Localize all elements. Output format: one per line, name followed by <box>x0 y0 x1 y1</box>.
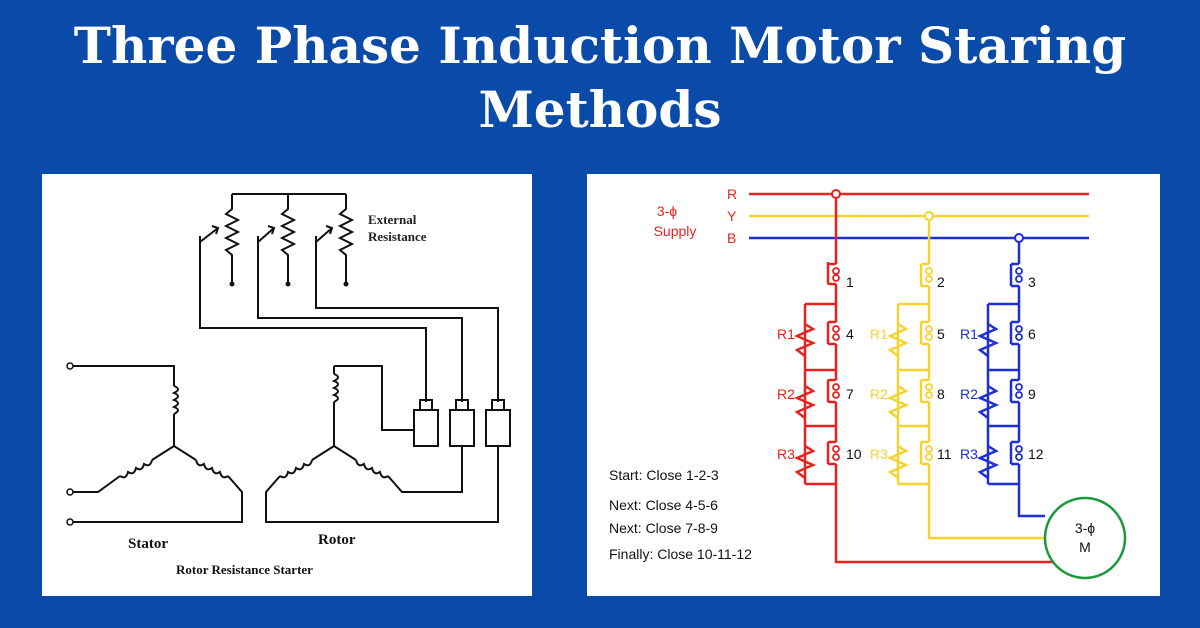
phase-y-label: Y <box>727 208 737 224</box>
switch-number-7: 7 <box>846 386 854 402</box>
resistor-label-r3-y: R3 <box>870 446 888 462</box>
motor-label-2: M <box>1079 539 1091 555</box>
external-resistance-label-2: Resistance <box>368 229 427 244</box>
title-line-2: Methods <box>478 80 722 139</box>
rotor-resistance-starter-diagram: External Resistance Stator Rotor Rotor R… <box>42 174 532 596</box>
title-line-1: Three Phase Induction Motor Staring <box>73 16 1127 75</box>
switch-number-6: 6 <box>1028 326 1036 342</box>
motor-label-1: 3-ϕ <box>1075 520 1095 536</box>
switch-number-1: 1 <box>846 274 854 290</box>
diagram-caption: Rotor Resistance Starter <box>176 562 313 577</box>
phase-r-label: R <box>727 186 737 202</box>
step-2: Next: Close 4-5-6 <box>609 497 718 513</box>
external-resistance-label-1: External <box>368 212 417 227</box>
step-4: Finally: Close 10-11-12 <box>609 546 752 562</box>
page-title: Three Phase Induction Motor Staring Meth… <box>0 14 1200 142</box>
resistor-label-r3: R3 <box>777 446 795 462</box>
motor-circle <box>1043 496 1127 580</box>
supply-label-2: Supply <box>654 223 697 239</box>
supply-label-1: 3-ϕ <box>657 203 677 219</box>
switch-number-8: 8 <box>937 386 945 402</box>
resistor-label-r2: R2 <box>777 386 795 402</box>
rotor-resistance-circuit: External Resistance Stator Rotor Rotor R… <box>66 193 511 577</box>
switch-number-10: 10 <box>846 446 862 462</box>
phase-b-label: B <box>727 230 736 246</box>
resistor-label-r1-b: R1 <box>960 326 978 342</box>
resistor-label-r3-b: R3 <box>960 446 978 462</box>
switch-number-9: 9 <box>1028 386 1036 402</box>
resistor-label-r1: R1 <box>777 326 795 342</box>
resistor-label-r2-b: R2 <box>960 386 978 402</box>
switch-number-5: 5 <box>937 326 945 342</box>
rotor-label: Rotor <box>318 532 356 548</box>
switch-number-3: 3 <box>1028 274 1036 290</box>
switch-number-4: 4 <box>846 326 854 342</box>
branch-r <box>793 194 1057 564</box>
resistor-label-r2-y: R2 <box>870 386 888 402</box>
branch-b <box>976 238 1045 518</box>
external-resistor-2 <box>257 194 297 282</box>
external-resistor-1 <box>199 194 241 282</box>
branch-y <box>886 216 1045 540</box>
switch-number-12: 12 <box>1028 446 1044 462</box>
resistance-step-starter-diagram: R Y B 3-ϕ Supply <box>587 174 1160 596</box>
step-starter-circuit: R Y B 3-ϕ Supply <box>609 186 1127 580</box>
step-1: Start: Close 1-2-3 <box>609 467 719 483</box>
stator-label: Stator <box>128 536 168 552</box>
switch-number-11: 11 <box>937 446 952 462</box>
step-3: Next: Close 7-8-9 <box>609 520 718 536</box>
switch-number-2: 2 <box>937 274 945 290</box>
external-resistor-3 <box>315 194 355 282</box>
resistor-label-r1-y: R1 <box>870 326 888 342</box>
